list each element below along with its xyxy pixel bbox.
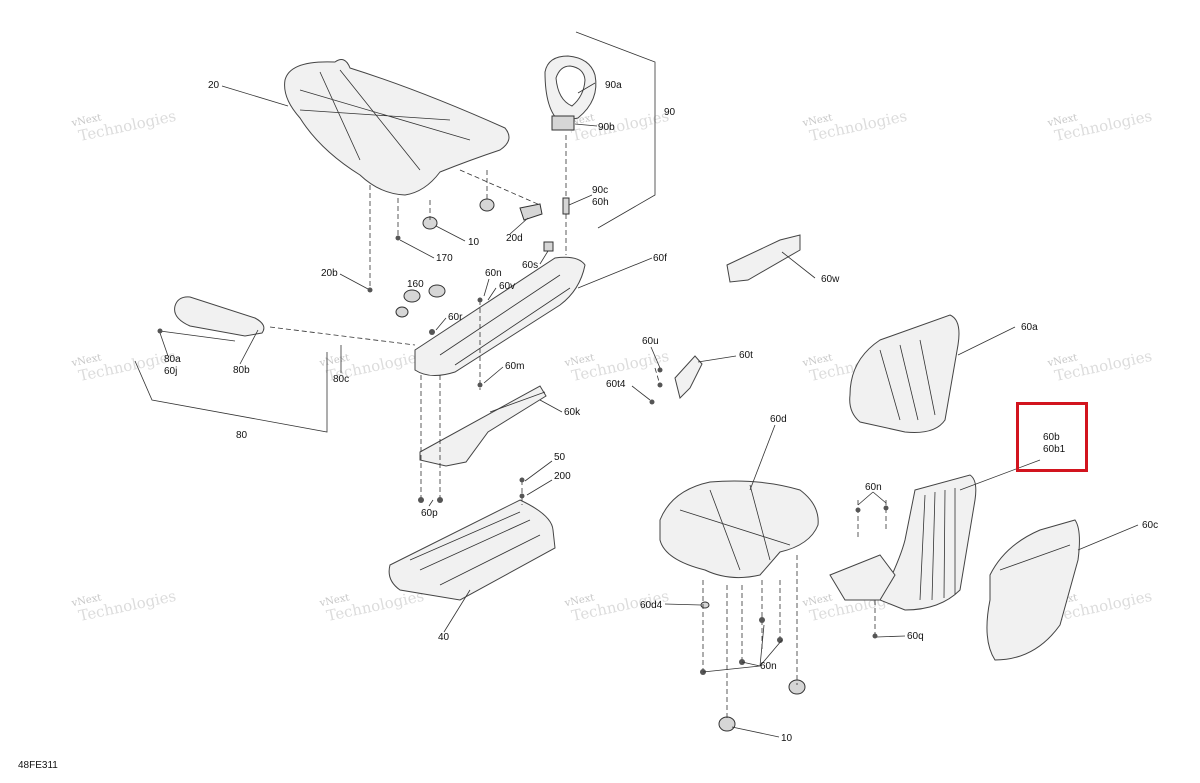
label-60b: 60b <box>1043 432 1060 443</box>
part-60c-side-cover <box>986 519 1080 661</box>
part-80-handle <box>159 296 265 342</box>
callout-labels: 20 90a 90b 90 90c 60h 10 20d 170 60s 60f… <box>164 80 1158 744</box>
svg-text:Technologies: Technologies <box>808 107 909 145</box>
part-60t-bracket <box>674 355 703 399</box>
label-60n-bottom: 60n <box>760 661 777 672</box>
label-50: 50 <box>554 452 566 463</box>
label-90b: 90b <box>598 122 615 133</box>
label-10-bottom: 10 <box>781 733 793 744</box>
label-60n-top: 60n <box>485 268 502 279</box>
svg-text:Technologies: Technologies <box>77 347 178 385</box>
label-160: 160 <box>407 279 424 290</box>
watermark: vNext Technologies <box>801 107 909 145</box>
label-200: 200 <box>554 471 571 482</box>
leader-lines <box>134 31 1139 738</box>
svg-text:Technologies: Technologies <box>1053 347 1154 385</box>
label-60t: 60t <box>739 350 753 361</box>
highlight-box <box>1016 402 1088 472</box>
label-60c: 60c <box>1142 520 1158 531</box>
label-60d: 60d <box>770 414 787 425</box>
part-10-bumpers-top <box>422 198 495 230</box>
label-80a: 80a <box>164 354 181 365</box>
label-60f: 60f <box>653 253 667 264</box>
watermarks: vNext Technologies vNext Technologies vN… <box>70 107 1154 625</box>
label-40: 40 <box>438 632 450 643</box>
label-60h: 60h <box>592 197 609 208</box>
label-60p: 60p <box>421 508 438 519</box>
label-10-top: 10 <box>468 237 480 248</box>
part-60d4-clip <box>700 601 710 609</box>
part-40-base-tray <box>388 499 556 601</box>
label-20: 20 <box>208 80 220 91</box>
label-60v: 60v <box>499 281 515 292</box>
label-60k: 60k <box>564 407 581 418</box>
part-60s-clip <box>543 241 554 252</box>
svg-text:Technologies: Technologies <box>570 107 671 145</box>
svg-text:Technologies: Technologies <box>77 587 178 625</box>
watermark: vNext Technologies <box>70 587 178 625</box>
part-160-bumpers <box>395 284 446 318</box>
watermark: vNext Technologies <box>70 107 178 145</box>
label-60n-right: 60n <box>865 482 882 493</box>
svg-text:Technologies: Technologies <box>77 107 178 145</box>
label-90: 90 <box>664 107 676 118</box>
part-90-backrest-handle <box>544 55 597 131</box>
label-60q: 60q <box>907 631 924 642</box>
part-20-seat <box>284 59 510 196</box>
part-10-bumpers-bottom <box>718 679 806 732</box>
watermark: vNext Technologies <box>70 347 178 385</box>
label-60j: 60j <box>164 366 177 377</box>
label-80c: 80c <box>333 374 349 385</box>
part-60f-frame <box>414 256 586 376</box>
label-60w: 60w <box>821 274 840 285</box>
label-60r: 60r <box>448 312 463 323</box>
part-60b-seat-back-panel <box>829 474 977 611</box>
part-60d-cushion <box>659 480 819 579</box>
part-60w-cover <box>726 234 801 283</box>
label-20b: 20b <box>321 268 338 279</box>
svg-text:Technologies: Technologies <box>325 587 426 625</box>
watermark: vNext Technologies <box>1046 347 1154 385</box>
label-90a: 90a <box>605 80 622 91</box>
watermark: vNext Technologies <box>1046 107 1154 145</box>
part-20d-latch <box>519 203 543 221</box>
label-170: 170 <box>436 253 453 264</box>
label-60u: 60u <box>642 336 659 347</box>
label-60m: 60m <box>505 361 524 372</box>
label-80: 80 <box>236 430 248 441</box>
label-20d: 20d <box>506 233 523 244</box>
part-60k-bracket-plate <box>419 385 547 467</box>
part-60a-backrest <box>849 314 960 433</box>
assembly-lines <box>269 135 887 720</box>
fasteners <box>157 235 889 675</box>
label-60d4: 60d4 <box>640 600 663 611</box>
label-60a: 60a <box>1021 322 1038 333</box>
label-60t4: 60t4 <box>606 379 626 390</box>
label-90c: 90c <box>592 185 608 196</box>
label-60b1: 60b1 <box>1043 444 1066 455</box>
label-60s: 60s <box>522 260 538 271</box>
label-80b: 80b <box>233 365 250 376</box>
svg-text:Technologies: Technologies <box>1053 107 1154 145</box>
part-90c-pin <box>562 197 570 215</box>
document-code: 48FE311 <box>18 760 58 771</box>
